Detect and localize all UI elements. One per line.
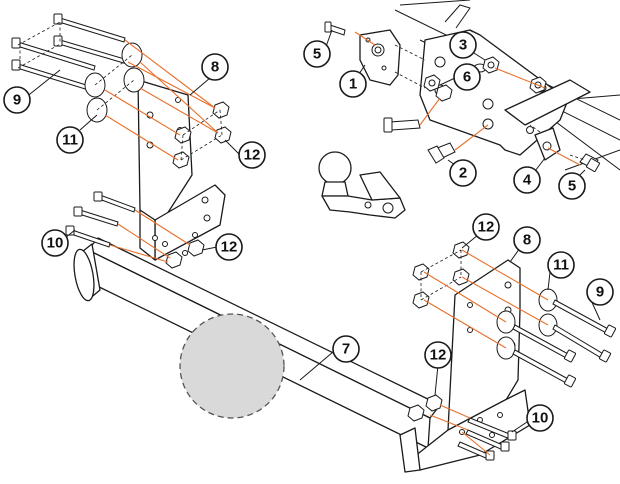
callout-12-right-upper-label: 12 [478,219,495,236]
callout-10-left: 10 [41,229,69,257]
callout-5-top: 5 [303,40,331,68]
callout-4-label: 4 [523,172,532,189]
callout-11-left: 11 [56,126,84,154]
callout-9-left-label: 9 [13,92,21,109]
callout-12-left-lower-label: 12 [221,239,238,256]
callout-9-right-label: 9 [596,284,604,301]
spacer-tubes-part-11-left [84,42,145,123]
chassis-mounting-plate [419,29,591,156]
callout-4: 4 [513,166,541,194]
callout-9-left: 9 [3,86,31,114]
callout-10-right-label: 10 [532,410,549,427]
nuts-part-12-right-upper [412,241,470,309]
right-side-bracket-part-8 [399,259,531,473]
callout-3: 3 [449,31,477,59]
callout-1: 1 [339,70,367,98]
callout-8-left-label: 8 [211,59,219,76]
callout-10-right: 10 [526,404,554,432]
callout-6: 6 [453,63,481,91]
callout-2-label: 2 [459,165,467,182]
callout-12-left-upper: 12 [238,141,266,169]
callout-1-label: 1 [349,76,357,93]
small-bolts-part-10-left [65,191,136,248]
assembly-guide-lines [104,31,581,456]
callout-3-label: 3 [459,37,467,54]
tow-ball-assembly [318,151,406,219]
washers-part-6 [423,74,453,102]
small-bolts-part-10-right [457,417,517,461]
callout-12-right-lower: 12 [424,341,452,369]
long-bolts-part-9-left [11,13,129,93]
callout-5-right-label: 5 [568,178,576,195]
left-side-bracket-part-8 [137,79,226,261]
callout-12-right-lower-label: 12 [430,347,447,364]
small-bolt-part-5-right [569,153,600,172]
nuts-part-12-right-lower [407,394,443,422]
bolts-part-2 [383,117,456,164]
callout-5-right: 5 [558,172,586,200]
small-bolt-part-5-top [324,21,346,36]
callout-8-left: 8 [201,53,229,81]
callout-5-top-label: 5 [313,46,321,63]
callout-6-label: 6 [463,69,471,86]
callout-12-left-upper-label: 12 [244,147,261,164]
callout-11-left-label: 11 [62,132,78,149]
callout-7-label: 7 [342,341,350,358]
callout-11-right: 11 [547,251,575,279]
callout-2: 2 [449,159,477,187]
callout-11-right-label: 11 [553,257,569,274]
grey-placeholder-circle [179,313,285,419]
callout-9-right: 9 [586,278,614,306]
nuts-part-12-left [172,101,232,169]
callout-12-left-lower: 12 [215,233,243,261]
callout-12-right-upper: 12 [472,213,500,241]
callout-8-right: 8 [513,226,541,254]
side-bracket-part-1 [359,29,426,89]
long-bolts-part-9-right [512,299,617,388]
callout-10-left-label: 10 [47,235,64,252]
callout-8-right-label: 8 [523,232,531,249]
nuts-part-12-lower-left [165,239,205,269]
callout-7: 7 [332,335,360,363]
